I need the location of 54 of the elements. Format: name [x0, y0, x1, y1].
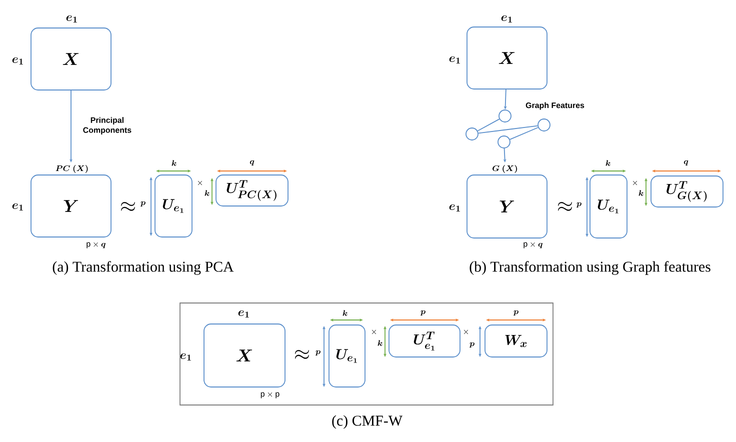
dimension-label: $\boldsymbol{e_1}$: [12, 203, 23, 211]
matrix-box: $\boldsymbol{Y}$: [466, 174, 548, 238]
matrix-box: $\boldsymbol{X}$: [204, 324, 286, 388]
times-sign: $\times$: [632, 180, 638, 186]
approx-sign: $\approx$: [558, 202, 572, 211]
times-sign: $\times$: [372, 330, 376, 334]
dimension-label: $\boldsymbol{G\ (X)}$: [492, 165, 517, 173]
times-sign: $\times$: [198, 180, 202, 186]
dimension-label: $\boldsymbol{e_1}$: [501, 15, 512, 23]
dimension-label: $\boldsymbol{k}$: [172, 160, 176, 166]
matrix-box: $\boldsymbol{U_{e_1}}$: [154, 174, 192, 238]
dimension-label: $\boldsymbol{e_1}$: [66, 15, 77, 23]
matrix-box: $\boldsymbol{U_{e_1}}$: [328, 324, 366, 388]
matrix-box: $\boldsymbol{U^{T}_{PC(X)}}$: [216, 174, 288, 206]
matrix-box: $\boldsymbol{U^{T}_{e_1}}$: [388, 324, 460, 358]
approx-sign: $\approx$: [295, 350, 309, 359]
dimension-label: $\mathrm{p}\times\boldsymbol{q}$: [524, 242, 543, 248]
graph-node: [538, 118, 550, 132]
matrix-box: $\boldsymbol{X}$: [466, 26, 548, 90]
dimension-label: $\boldsymbol{e_1}$: [449, 204, 460, 212]
dimension-label: $\boldsymbol{e_1}$: [238, 310, 249, 318]
dimension-label: $\boldsymbol{k}$: [606, 160, 610, 166]
dimension-label: $\boldsymbol{e_1}$: [449, 56, 460, 64]
dimension-label: $\mathrm{p}\times\mathrm{p}$: [260, 392, 280, 398]
dimension-label: $\boldsymbol{k}$: [204, 190, 210, 196]
dimension-label: $\boldsymbol{p}$: [469, 342, 474, 348]
dimension-label: $\boldsymbol{q}$: [250, 160, 254, 166]
graph-node: [466, 128, 478, 140]
graph-node: [498, 136, 510, 148]
graph-node: [498, 110, 512, 122]
times-sign: $\times$: [464, 330, 468, 334]
matrix-box: $\boldsymbol{X}$: [30, 28, 112, 90]
dimension-label: $\boldsymbol{p}$: [315, 350, 320, 356]
dimension-label: $\boldsymbol{k}$: [378, 340, 382, 346]
matrix-box: $\boldsymbol{U^{T}_{G(X)}}$: [650, 176, 724, 208]
frame-box: [180, 302, 554, 406]
dimension-label: $\boldsymbol{PC\ (X)}$: [56, 165, 88, 173]
caption: (a) Transformation using PCA: [52, 261, 234, 275]
matrix-box: $\boldsymbol{U_{e_1}}$: [590, 174, 628, 238]
dimension-label: $\boldsymbol{p}$: [420, 310, 426, 316]
dimension-label: $\boldsymbol{p}$: [513, 310, 518, 316]
dimension-label: $\boldsymbol{p}$: [140, 201, 146, 207]
dimension-label: $\boldsymbol{k}$: [638, 190, 644, 196]
dimension-label: $\boldsymbol{e_1}$: [180, 353, 191, 361]
matrix-box: $\boldsymbol{W_{x}}$: [484, 324, 548, 358]
dimension-label: $\boldsymbol{k}$: [342, 310, 348, 316]
dimension-label: $\mathrm{p}\times\boldsymbol{q}$: [86, 242, 106, 248]
dimension-label: $\boldsymbol{q}$: [684, 160, 688, 166]
dimension-label: $\boldsymbol{p}$: [576, 202, 582, 208]
caption: (c) CMF-W: [332, 415, 402, 429]
caption: (b) Transformation using Graph features: [470, 261, 710, 275]
matrix-box: $\boldsymbol{Y}$: [30, 174, 112, 238]
dimension-label: $\boldsymbol{e_1}$: [12, 57, 23, 65]
approx-sign: $\approx$: [121, 202, 135, 211]
